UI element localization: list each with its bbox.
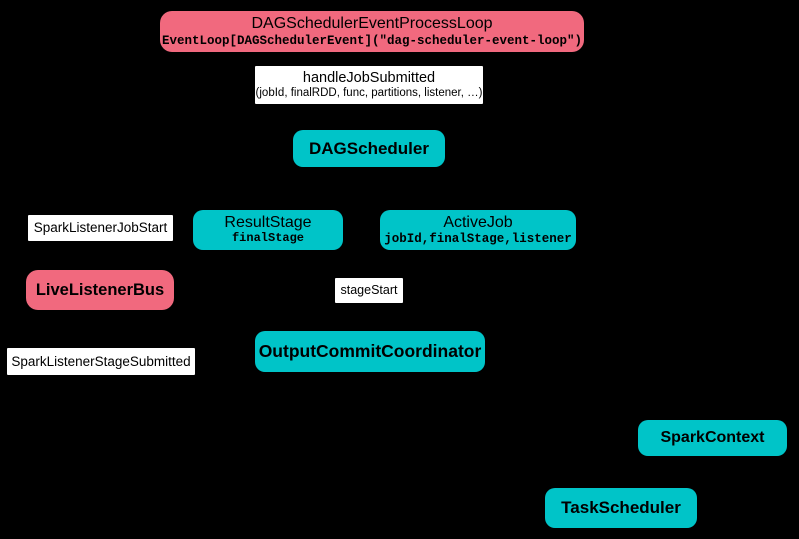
node-dag-scheduler: DAGScheduler xyxy=(293,130,445,167)
node-title: TaskScheduler xyxy=(561,498,681,518)
node-title: SparkContext xyxy=(660,428,765,446)
node-task-scheduler: TaskScheduler xyxy=(545,488,697,528)
node-output-commit-coordinator: OutputCommitCoordinator xyxy=(255,331,485,372)
node-title: DAGSchedulerEventProcessLoop xyxy=(251,15,493,33)
node-title: OutputCommitCoordinator xyxy=(258,341,482,362)
node-title: handleJobSubmitted xyxy=(302,70,436,87)
node-title: SparkListenerJobStart xyxy=(33,220,168,236)
node-stage-start: stageStart xyxy=(335,278,403,303)
node-title: ActiveJob xyxy=(443,213,513,231)
node-spark-listener-job-start: SparkListenerJobStart xyxy=(28,215,173,241)
node-title: DAGScheduler xyxy=(309,138,429,158)
node-handle-job-submitted: handleJobSubmitted (jobId, finalRDD, fun… xyxy=(255,66,483,104)
node-spark-listener-stage-submitted: SparkListenerStageSubmitted xyxy=(7,348,195,375)
node-spark-context: SparkContext xyxy=(638,420,787,456)
node-result-stage: ResultStage finalStage xyxy=(193,210,343,250)
node-title: LiveListenerBus xyxy=(35,280,165,299)
node-title: ResultStage xyxy=(224,213,312,231)
node-live-listener-bus: LiveListenerBus xyxy=(26,270,174,310)
node-title: SparkListenerStageSubmitted xyxy=(11,353,191,369)
node-title: stageStart xyxy=(340,283,398,298)
node-subtitle: (jobId, finalRDD, func, partitions, list… xyxy=(255,86,483,99)
node-dag-scheduler-event-process-loop: DAGSchedulerEventProcessLoop EventLoop[D… xyxy=(160,11,584,52)
node-active-job: ActiveJob jobId,finalStage,listener xyxy=(380,210,576,250)
node-subtitle: EventLoop[DAGSchedulerEvent]("dag-schedu… xyxy=(161,33,583,48)
node-subtitle: jobId,finalStage,listener xyxy=(384,232,572,246)
node-subtitle: finalStage xyxy=(231,231,304,246)
